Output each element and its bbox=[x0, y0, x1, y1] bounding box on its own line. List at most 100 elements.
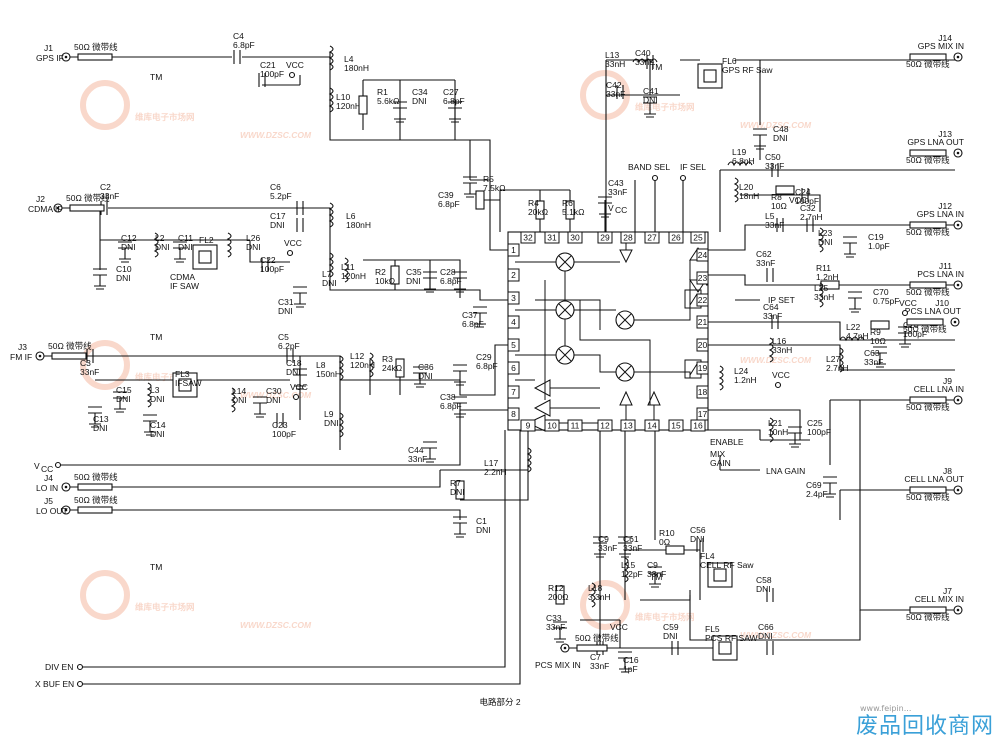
component-symbol bbox=[253, 396, 267, 418]
ic-pin-number: 9 bbox=[526, 421, 531, 431]
watermark-url: WWW.DZSC.COM bbox=[240, 390, 312, 400]
microstrip-label: 50Ω 微带线 bbox=[74, 472, 118, 482]
component-ref: L2 bbox=[155, 233, 165, 243]
component-ref: L10 bbox=[336, 92, 350, 102]
connector-name: CELL MIX IN bbox=[915, 594, 964, 604]
ic-pin bbox=[567, 231, 583, 244]
ic-pin-number: 22 bbox=[698, 295, 708, 305]
ic-pin bbox=[507, 407, 520, 421]
component-value: DNI bbox=[266, 395, 281, 405]
microstrip-label: 50Ω 微带线 bbox=[74, 42, 118, 52]
component-ref: C22 bbox=[260, 255, 276, 265]
microstrip-label: 50Ω 微带线 bbox=[903, 324, 947, 334]
component-symbol bbox=[898, 326, 912, 348]
component-symbol bbox=[113, 391, 127, 413]
component-symbol bbox=[293, 286, 307, 308]
component-value: GPS RF Saw bbox=[722, 65, 773, 75]
component-layer: C46.8pFC21100pFL4180nHL10120nHR15.6kΩC34… bbox=[80, 31, 927, 674]
component-symbol bbox=[413, 366, 427, 388]
component-ref: L24 bbox=[734, 366, 748, 376]
component-ref: C9 bbox=[647, 560, 658, 570]
component-value: 33nF bbox=[763, 311, 782, 321]
enable-label: ENABLE bbox=[710, 437, 744, 447]
component-symbol bbox=[453, 516, 467, 538]
microstrip-label: 50Ω 微带线 bbox=[906, 612, 950, 622]
watermark-tm: TM bbox=[650, 572, 662, 582]
component-ref: C29 bbox=[476, 352, 492, 362]
component-symbol bbox=[118, 241, 132, 263]
component-symbol bbox=[646, 55, 654, 69]
component-value: DNI bbox=[150, 394, 165, 404]
watermark-url: WWW.DZSC.COM bbox=[240, 130, 312, 140]
component-symbol bbox=[143, 414, 157, 436]
ip-set-label: IP SET bbox=[768, 295, 795, 305]
component-value: DNI bbox=[663, 631, 678, 641]
component-symbol bbox=[453, 396, 467, 418]
watermark-tm: TM bbox=[150, 332, 162, 342]
ic-pin-number: 14 bbox=[647, 421, 657, 431]
ic-pin-number: 18 bbox=[698, 387, 708, 397]
component-value: DNI bbox=[116, 273, 131, 283]
component-ref: L25 bbox=[814, 283, 828, 293]
component-symbol bbox=[753, 128, 767, 150]
component-ref: C13 bbox=[93, 414, 109, 424]
component-symbol bbox=[665, 545, 685, 555]
component-value: 33nF bbox=[408, 454, 427, 464]
div-en-terminal-icon bbox=[76, 663, 84, 671]
microstrip-line bbox=[77, 53, 113, 61]
component-value: 10Ω bbox=[771, 201, 787, 211]
connector-ref: J10 bbox=[935, 298, 949, 308]
component-value: 18nH bbox=[739, 191, 759, 201]
component-symbol bbox=[153, 232, 159, 258]
component-symbol bbox=[590, 582, 596, 608]
ic-pin-number: 30 bbox=[570, 233, 580, 243]
component-symbol bbox=[873, 346, 887, 368]
microstrip-line bbox=[576, 644, 608, 652]
component-symbol bbox=[671, 641, 679, 655]
component-value: 33nF bbox=[765, 161, 784, 171]
component-symbol bbox=[343, 257, 349, 283]
component-symbol bbox=[455, 480, 465, 500]
ic-pin bbox=[644, 419, 660, 432]
ic-pin-number: 27 bbox=[647, 233, 657, 243]
component-ref: L7 bbox=[322, 269, 332, 279]
ic-pin-number: 7 bbox=[511, 387, 516, 397]
component-ref: R8 bbox=[771, 192, 782, 202]
component-symbol bbox=[286, 349, 294, 363]
component-symbol bbox=[328, 87, 334, 113]
component-value: DNI bbox=[476, 525, 491, 535]
component-value: DNI bbox=[773, 133, 788, 143]
connector-name: GPS LNA IN bbox=[917, 209, 964, 219]
ic-pin-number: 12 bbox=[600, 421, 610, 431]
component-value: 33nF bbox=[635, 57, 654, 67]
ic-pin bbox=[696, 271, 709, 285]
ic-pin bbox=[690, 419, 706, 432]
connector-name: PCS LNA OUT bbox=[905, 306, 961, 316]
vcc-text: VCC bbox=[772, 370, 790, 380]
component-r6: R65.1kΩ bbox=[562, 198, 584, 220]
gain-label: GAIN bbox=[710, 458, 731, 468]
component-value: PCS RF SAW bbox=[705, 633, 758, 643]
component-symbol bbox=[553, 621, 567, 643]
component-ref: L13 bbox=[605, 50, 619, 60]
if-sel-terminal-icon bbox=[679, 174, 687, 182]
microstrip-label: 50Ω 微带线 bbox=[906, 155, 950, 165]
component-ref: R12 bbox=[548, 583, 564, 593]
